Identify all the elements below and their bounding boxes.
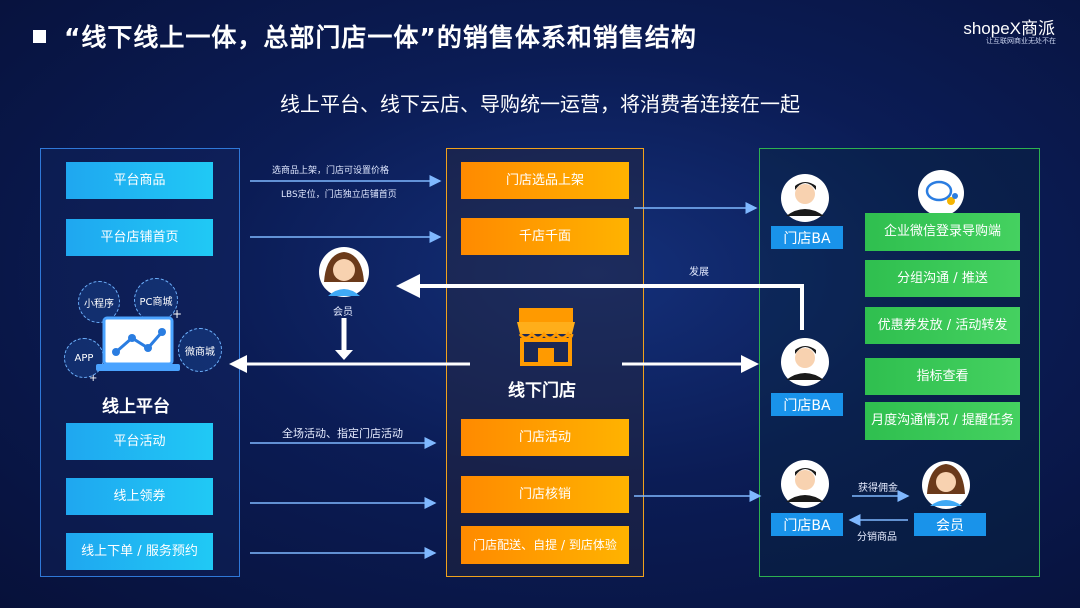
offline-store-label: 线下门店 — [508, 381, 576, 401]
store-activity-box: 门店活动 — [461, 419, 629, 456]
feature-monthly-reminder: 月度沟通情况 / 提醒任务 — [865, 402, 1020, 440]
brand-logo: shopeX商派 — [963, 19, 1055, 38]
store-delivery-box: 门店配送、自提 / 到店体验 — [461, 526, 629, 564]
ba-avatar-middle — [781, 338, 829, 386]
bubble-wechat-mall: 微商城 — [178, 328, 222, 372]
bubble-app: APP — [64, 338, 104, 378]
store-verify-box: 门店核销 — [461, 476, 629, 513]
online-platform-label: 线上平台 — [102, 397, 170, 417]
title-bullet — [33, 30, 46, 43]
bubble-pc-mall: PC商城 — [134, 278, 178, 322]
member-label: 会员 — [333, 307, 353, 318]
label-select-price: 选商品上架，门店可设置价格 — [272, 166, 390, 176]
label-develop: 发展 — [689, 267, 709, 278]
page-subtitle: 线上平台、线下云店、导购统一运营，将消费者连接在一起 — [280, 92, 800, 116]
bubble-miniprogram: 小程序 — [78, 281, 120, 323]
svg-text:+: + — [89, 373, 97, 384]
feature-wecom-login: 企业微信登录导购端 — [865, 213, 1020, 251]
label-commission: 获得佣金 — [858, 483, 898, 494]
ba-avatar-bottom — [781, 460, 829, 508]
member-avatar-right — [922, 461, 970, 509]
ba-label-top: 门店BA — [771, 226, 843, 249]
label-activities: 全场活动、指定门店活动 — [282, 427, 403, 440]
label-lbs: LBS定位，门店独立店铺首页 — [281, 190, 397, 200]
online-order-box: 线上下单 / 服务预约 — [66, 533, 213, 570]
ba-label-bottom: 门店BA — [771, 513, 843, 536]
label-distribute: 分销商品 — [857, 532, 897, 543]
store-personalized-box: 千店千面 — [461, 218, 629, 255]
wecom-icon — [918, 170, 964, 216]
svg-text:+: + — [172, 307, 182, 321]
feature-metrics: 指标查看 — [865, 358, 1020, 395]
member-label-right: 会员 — [914, 513, 986, 536]
page-title: “线下线上一体，总部门店一体”的销售体系和销售结构 — [64, 23, 697, 52]
store-select-box: 门店选品上架 — [461, 162, 629, 199]
online-coupon-box: 线上领券 — [66, 478, 213, 515]
ba-avatar-top — [781, 174, 829, 222]
platform-activity-box: 平台活动 — [66, 423, 213, 460]
arrow-develop — [396, 274, 804, 330]
platform-products-box: 平台商品 — [66, 162, 213, 199]
feature-coupon-forward: 优惠券发放 / 活动转发 — [865, 307, 1020, 344]
platform-store-home-box: 平台店铺首页 — [66, 219, 213, 256]
arrow-member-down-head — [335, 350, 353, 360]
feature-group-push: 分组沟通 / 推送 — [865, 260, 1020, 297]
brand-tagline: 让互联网商业无处不在 — [986, 37, 1056, 45]
ba-label-middle: 门店BA — [771, 393, 843, 416]
